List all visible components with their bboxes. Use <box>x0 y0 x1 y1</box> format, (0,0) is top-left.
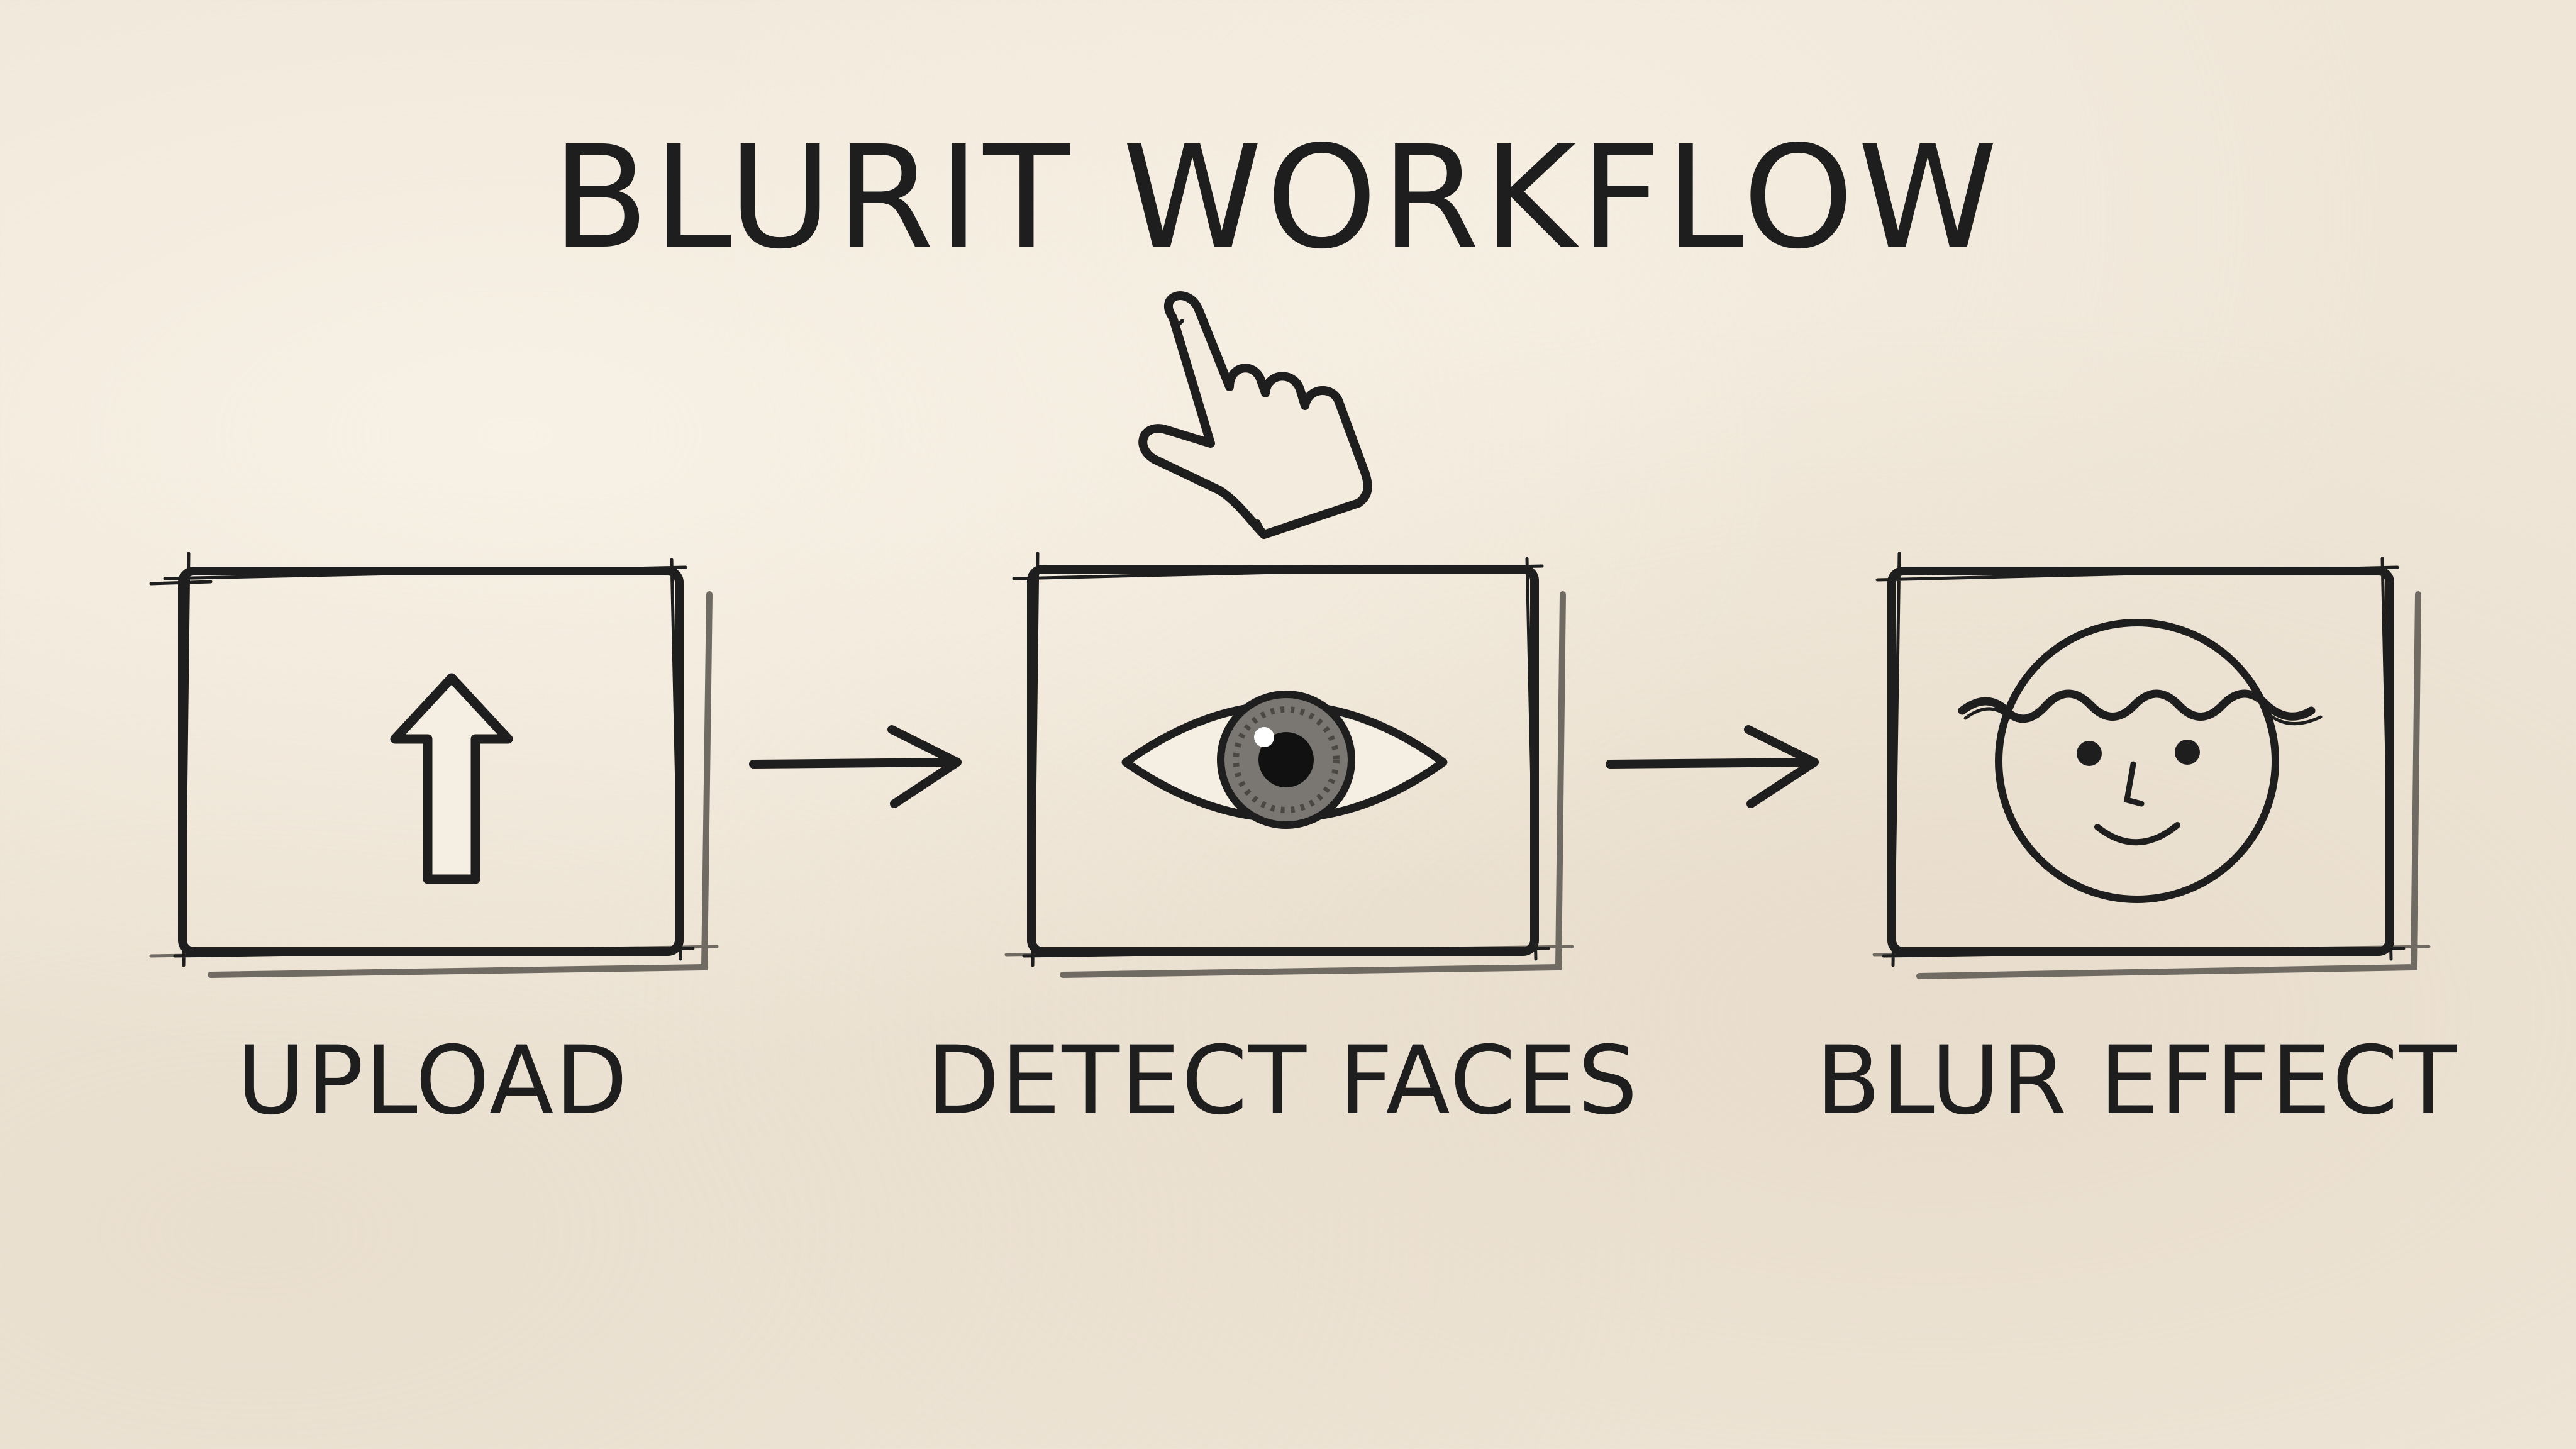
step-box-detect-faces <box>1004 552 1574 978</box>
flow-arrow-2-icon <box>1606 725 1819 808</box>
box-shadow <box>1060 591 1566 978</box>
smiley-face-icon <box>1958 619 2323 903</box>
step-label-detect-faces: DETECT FACES <box>927 1026 1639 1136</box>
upload-arrow-icon <box>390 673 513 884</box>
step-label-blur-effect: BLUR EFFECT <box>1816 1026 2458 1136</box>
hand-pointer-icon <box>1138 291 1372 539</box>
step-label-upload: UPLOAD <box>236 1026 629 1136</box>
diagram-title: BLURIT WORKFLOW <box>552 116 2002 280</box>
flow-arrow-1-icon <box>749 725 962 808</box>
step-box-upload <box>149 552 719 978</box>
step-box-blur-effect <box>1872 552 2431 979</box>
box-shadow <box>1916 591 2421 979</box>
eye-icon <box>1121 691 1448 829</box>
box-shadow <box>208 591 713 978</box>
